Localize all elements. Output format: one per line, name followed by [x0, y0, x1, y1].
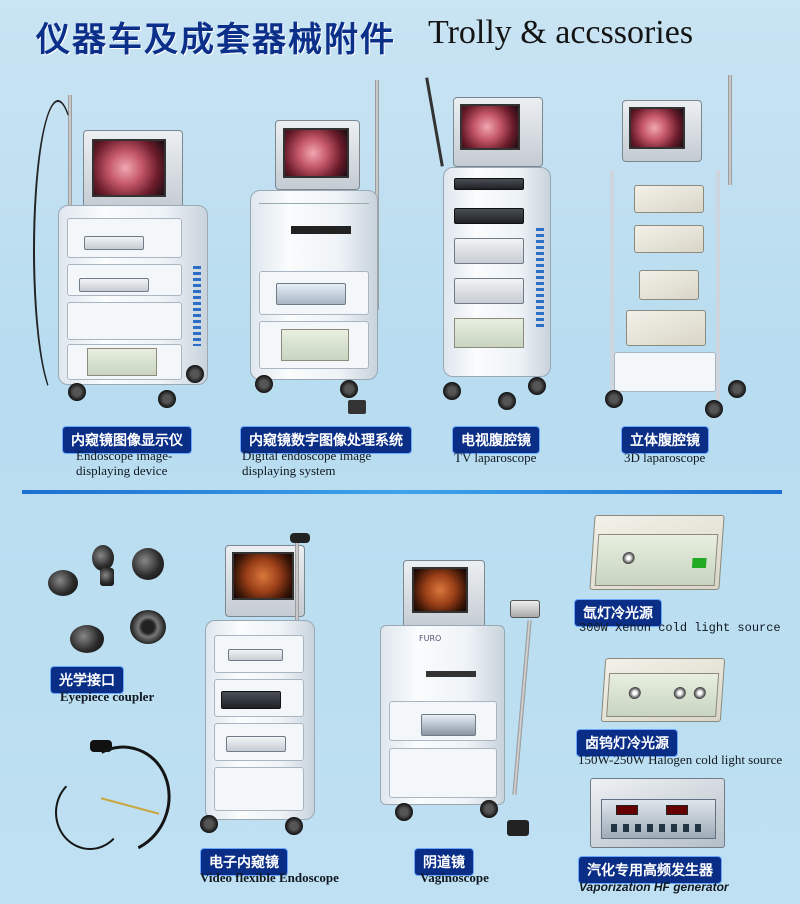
label-hf-generator-cn: 汽化专用高频发生器 — [578, 856, 722, 884]
caption-digital-endoscope-line2: displaying system — [242, 463, 336, 478]
trolley-cart — [205, 620, 315, 820]
caption-endoscope-display-line2: displaying device — [76, 463, 168, 478]
label-vaginoscope-cn: 阴道镜 — [414, 848, 474, 876]
camera-stand — [512, 620, 532, 795]
label-eyepiece-coupler-cn: 光学接口 — [50, 666, 124, 694]
caption-halogen-light: 150W-250W Halogen cold light source — [578, 752, 783, 767]
crt-monitor — [453, 97, 543, 167]
video-endoscope-trolley-image — [195, 525, 330, 840]
caption-xenon-light: 300W Xenon cold light source — [579, 621, 781, 635]
label-digital-endoscope-cn: 内窥镜数字图像处理系统 — [240, 426, 412, 454]
3d-laparoscope-trolley-image — [600, 75, 750, 420]
caption-hf-generator: Vaporization HF generator — [579, 880, 729, 894]
trolley-cart — [250, 190, 378, 380]
crt-monitor — [225, 545, 305, 617]
hf-generator-image — [590, 778, 725, 848]
label-video-endoscope-cn: 电子内窥镜 — [200, 848, 288, 876]
caption-video-endoscope: Video flexible Endoscope — [200, 870, 339, 885]
endoscope-display-trolley-image — [28, 65, 218, 410]
crt-monitor — [83, 130, 183, 210]
label-endoscope-display-cn: 内窥镜图像显示仪 — [62, 426, 192, 454]
trolley-cart — [58, 205, 208, 385]
foot-pedal — [348, 400, 366, 414]
trolley-cart: FURO — [380, 625, 505, 805]
page-title-chinese: 仪器车及成套器械附件 — [36, 20, 396, 60]
open-rack — [610, 170, 720, 400]
laparoscope-rod — [425, 77, 444, 167]
label-xenon-light-cn: 氙灯冷光源 — [574, 599, 662, 627]
brand-mark: FURO — [419, 634, 442, 643]
caption-digital-endoscope-line1: Digital endoscope image — [242, 448, 372, 463]
trolley-cart — [443, 167, 551, 377]
crt-monitor — [622, 100, 702, 162]
caption-tv-laparoscope: TV laparoscope — [454, 450, 537, 465]
section-divider — [22, 490, 782, 494]
tv-laparoscope-trolley-image — [425, 72, 558, 417]
xenon-light-source-image — [589, 515, 725, 590]
halogen-light-source-image — [600, 658, 726, 722]
digital-endoscope-system-image — [240, 80, 400, 420]
crt-monitor — [275, 120, 360, 190]
page-title-english: Trolly & accssories — [428, 14, 694, 51]
foot-pedal — [507, 820, 529, 836]
label-tv-laparoscope-cn: 电视腹腔镜 — [452, 426, 540, 454]
scope-cable — [33, 100, 83, 400]
caption-3d-laparoscope: 3D laparoscope — [624, 450, 706, 465]
caption-vaginoscope: Vaginoscope — [420, 870, 489, 885]
colposcope-camera — [510, 600, 540, 618]
crt-monitor — [403, 560, 485, 630]
flexible-endoscope-image — [50, 731, 186, 869]
eyepiece-coupler-parts-image — [40, 540, 180, 660]
label-3d-laparoscope-cn: 立体腹腔镜 — [621, 426, 709, 454]
caption-eyepiece-coupler: Eyepiece coupler — [60, 689, 155, 704]
vaginoscope-trolley-image: FURO — [375, 555, 560, 840]
label-halogen-light-cn: 卤钨灯冷光源 — [576, 729, 678, 757]
caption-endoscope-display-line1: Endoscope image- — [76, 448, 173, 463]
support-pole — [728, 75, 732, 185]
